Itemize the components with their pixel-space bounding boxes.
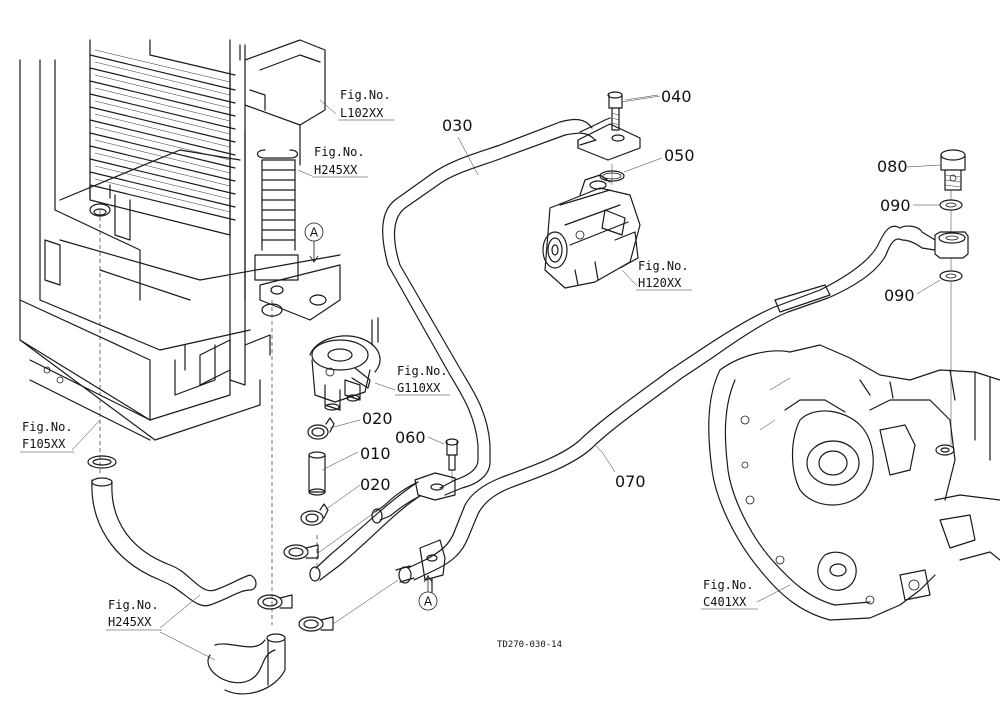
figref-number: F105XX: [22, 437, 66, 451]
bolt-040: [607, 91, 661, 131]
part-number-080: 080: [877, 157, 908, 176]
part-number-060: 060: [395, 428, 426, 447]
part-number-050: 050: [664, 146, 695, 165]
figref-label: Fig.No.: [397, 364, 448, 378]
figref-label: Fig.No.: [340, 88, 391, 102]
figref-number: H120XX: [638, 276, 682, 290]
hose-clamp-020-upper: [307, 417, 335, 440]
figref-number: G110XX: [397, 381, 441, 395]
reference-marker-a-top: A: [304, 222, 324, 263]
filter-head: [309, 317, 381, 411]
washer-090-upper: [939, 199, 963, 211]
pipe-030: [309, 117, 641, 582]
figref-number: H245XX: [108, 615, 152, 629]
reference-marker-a-bottom: A: [418, 575, 438, 611]
hydraulic-pump: [542, 174, 641, 289]
part-number-070: 070: [615, 472, 646, 491]
lower-hoses: [87, 455, 399, 695]
part-number-010: 010: [360, 444, 391, 463]
figref-label: Fig.No.: [22, 420, 73, 434]
figref-label: Fig.No.: [108, 598, 159, 612]
figref-label: Fig.No.: [638, 259, 689, 273]
part-number-090-lower: 090: [884, 286, 915, 305]
hose-clamp-020-lower: [300, 503, 329, 526]
transmission-case: [708, 344, 1000, 621]
drawing-code: TD270-030-14: [497, 640, 562, 650]
o-ring-050: [599, 157, 663, 182]
washer-090-lower: [939, 270, 963, 282]
tractor-frame: [19, 59, 341, 441]
figref-label: Fig.No.: [703, 578, 754, 592]
banjo-bolt-080: [940, 149, 966, 191]
bolt-060: [445, 438, 459, 482]
figref-g110: Fig.No. G110XX: [374, 364, 450, 396]
marker-label: A: [310, 226, 319, 240]
figref-f105: Fig.No. F105XX: [20, 419, 101, 453]
part-number-040: 040: [661, 87, 692, 106]
banjo-fitting: [934, 231, 969, 259]
part-number-030: 030: [442, 116, 473, 135]
figref-number: L102XX: [340, 106, 384, 120]
figref-number: H245XX: [314, 163, 358, 177]
part-number-090-upper: 090: [880, 196, 911, 215]
part-number-020-lower: 020: [360, 475, 391, 494]
pipe-070: [395, 225, 936, 593]
callout-leaders: [321, 94, 941, 511]
radiator-core: [89, 39, 341, 386]
figref-number: C401XX: [703, 595, 747, 609]
figref-label: Fig.No.: [314, 145, 365, 159]
figref-h120: Fig.No. H120XX: [621, 259, 692, 291]
hose-010: [308, 451, 326, 496]
figref-c401: Fig.No. C401XX: [701, 578, 791, 610]
figref-h245-upper: Fig.No. H245XX: [297, 145, 368, 178]
marker-label: A: [424, 595, 433, 609]
figref-l102: Fig.No. L102XX: [319, 88, 395, 121]
figref-h245-lower: Fig.No. H245XX: [106, 594, 216, 661]
part-number-020-upper: 020: [362, 409, 393, 428]
